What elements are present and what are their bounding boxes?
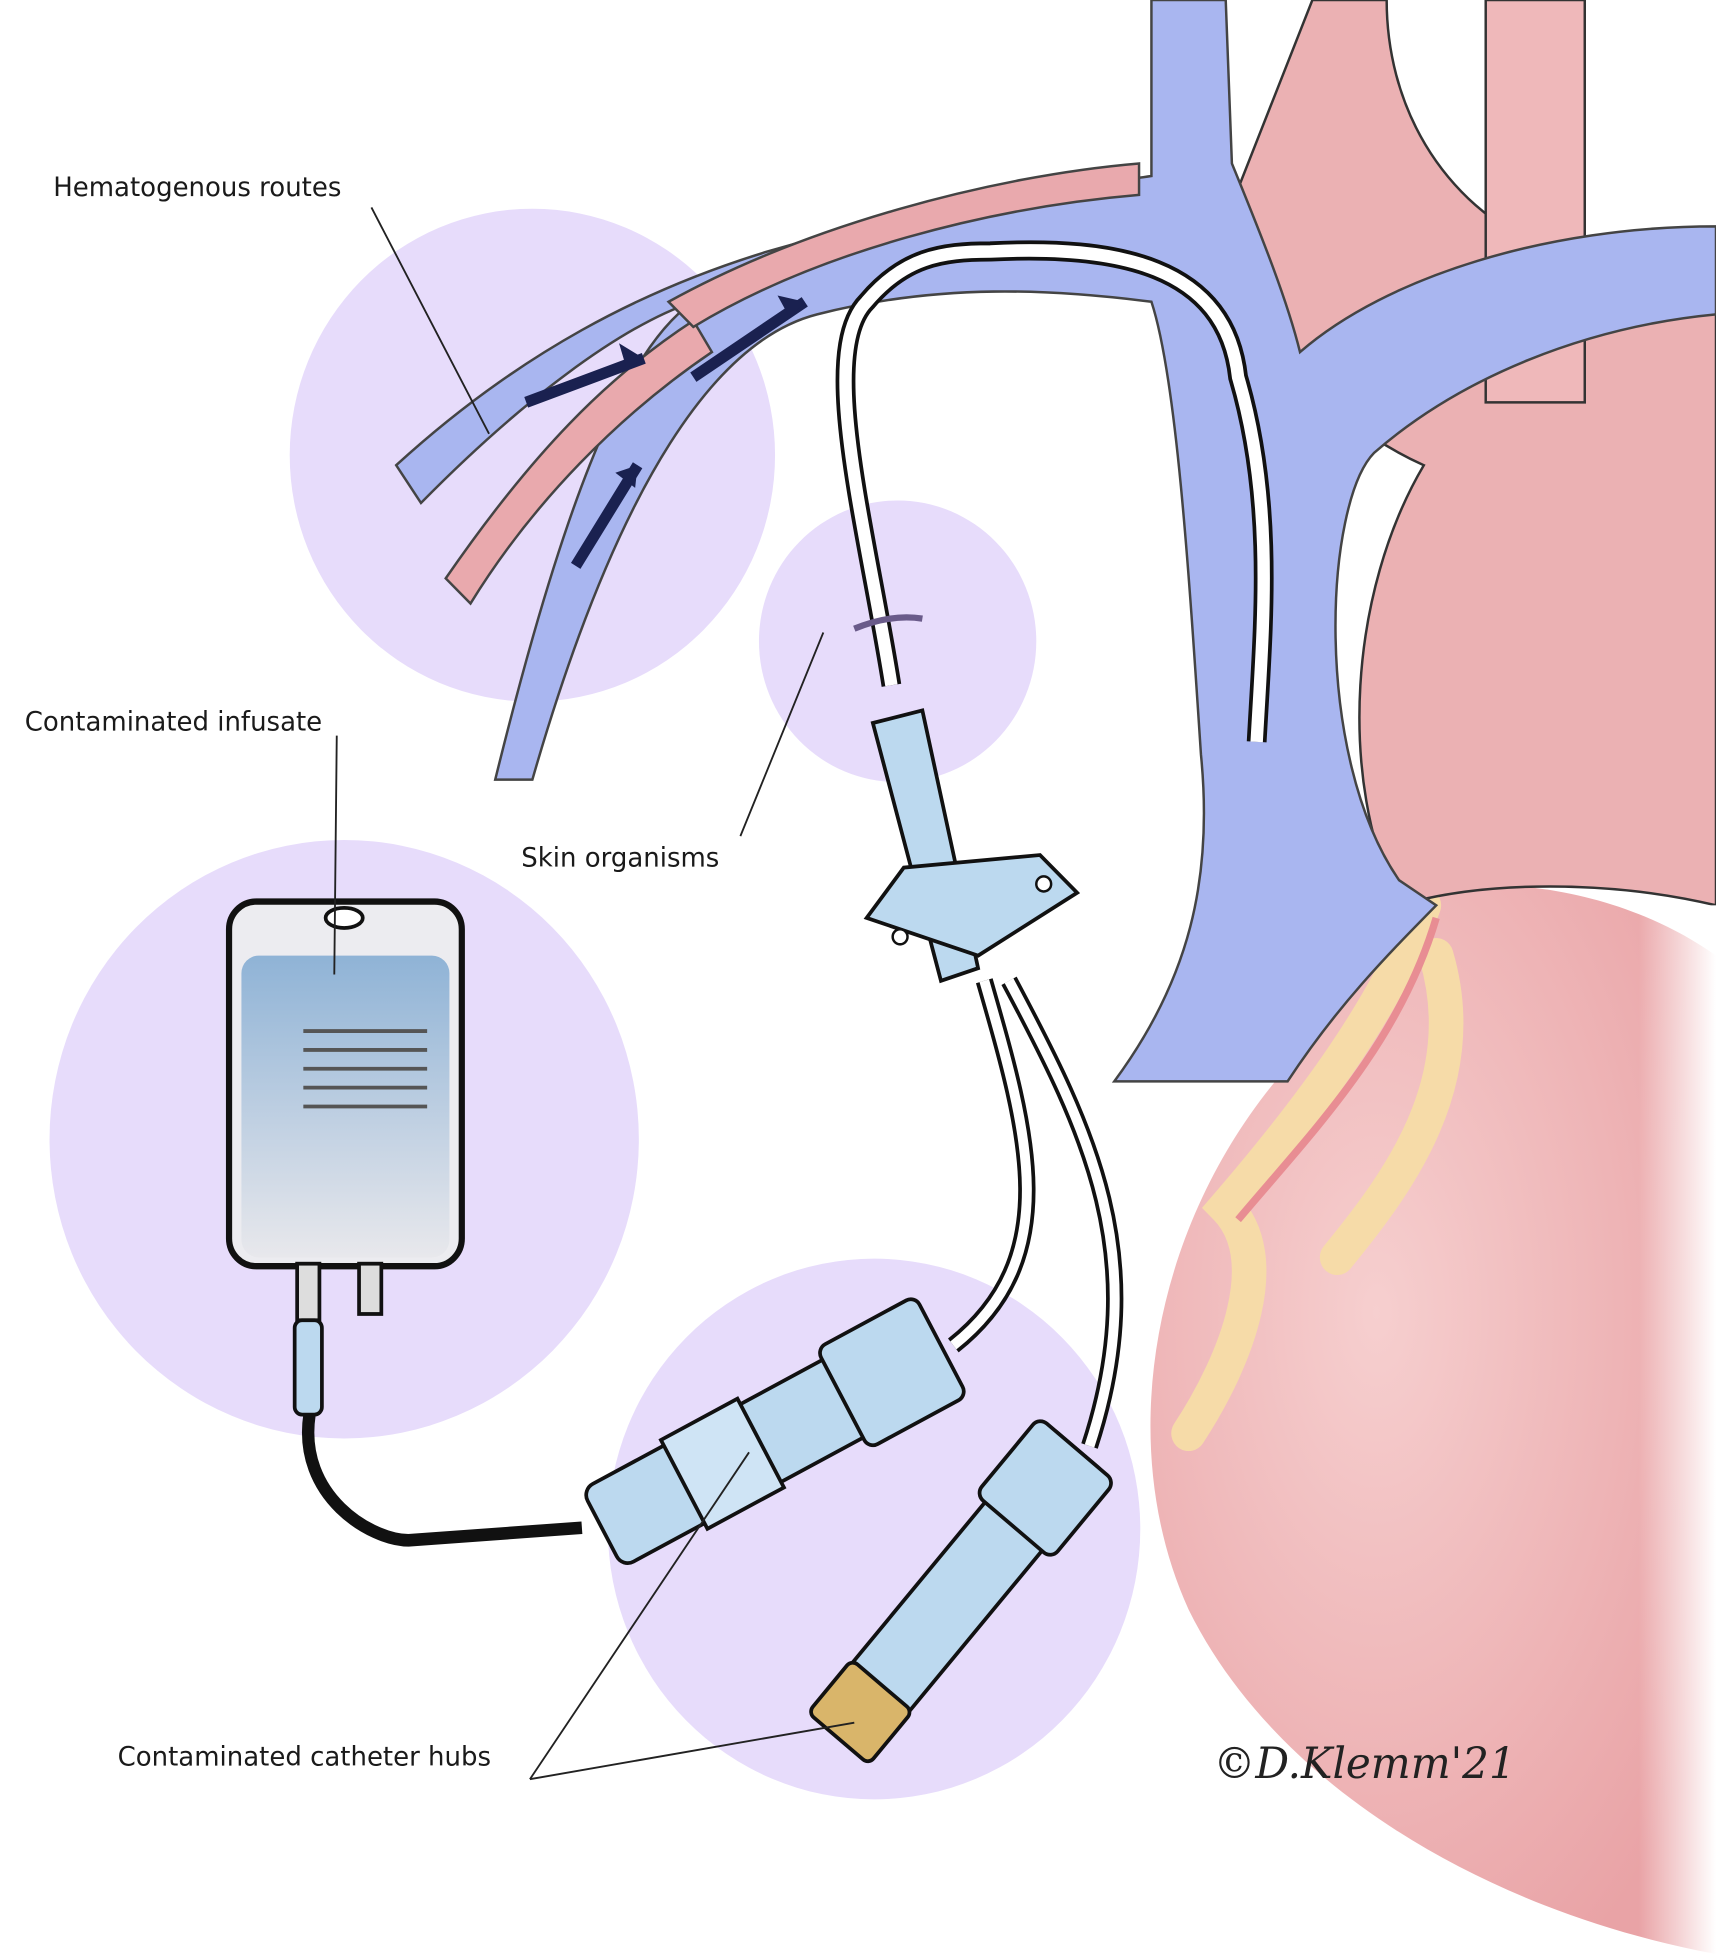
label-contaminated-infusate: Contaminated infusate — [25, 707, 322, 737]
skin-circle — [758, 500, 1037, 783]
hematogenous-circle — [289, 208, 776, 702]
label-contaminated-catheter-hubs: Contaminated catheter hubs — [118, 1742, 491, 1772]
catheter — [301, 240, 1274, 1764]
catheter-hub-2 — [809, 1419, 1113, 1764]
artist-signature: ©D.Klemm'21 — [1213, 1740, 1515, 1789]
heart — [1150, 0, 1716, 1954]
catheter-hub-1 — [584, 1297, 966, 1565]
label-hematogenous-routes: Hematogenous routes — [53, 173, 341, 203]
veins — [394, 0, 1716, 1083]
hubs-circle — [607, 1258, 1141, 1800]
leader-lines — [333, 207, 855, 1781]
label-skin-organisms: Skin organisms — [521, 843, 719, 873]
iv-bag — [225, 898, 465, 1417]
